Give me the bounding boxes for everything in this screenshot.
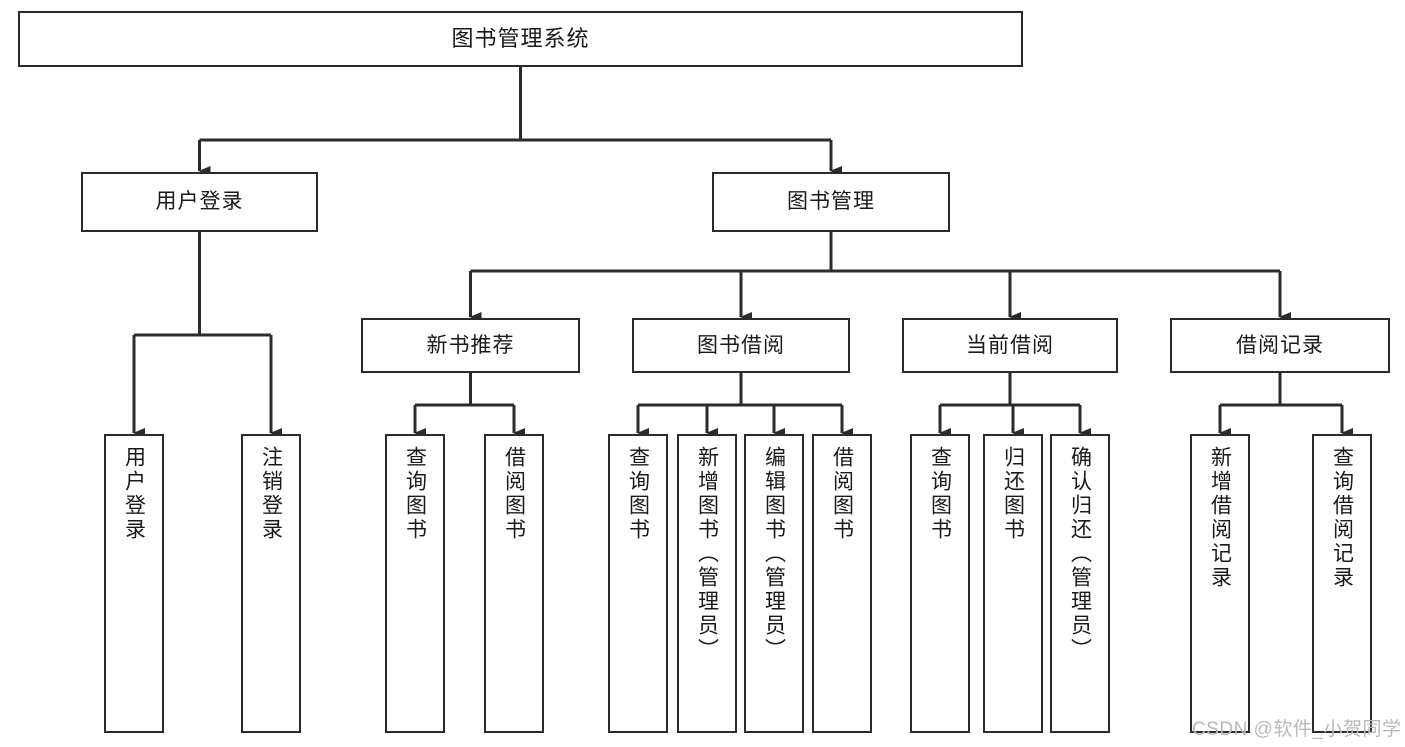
node-label: 确认归还（管理员） bbox=[1068, 446, 1092, 662]
node-label: 用户登录 bbox=[155, 190, 244, 214]
node-label: 新增图书（管理员） bbox=[695, 446, 719, 662]
node-current-borrow[interactable]: 当前借阅 bbox=[902, 318, 1118, 373]
node-new-book-rec[interactable]: 新书推荐 bbox=[361, 318, 580, 373]
node-leaf-borrow-2[interactable]: 借阅图书 bbox=[812, 434, 872, 733]
node-label: 编辑图书（管理员） bbox=[762, 446, 786, 662]
node-label: 新书推荐 bbox=[426, 333, 515, 357]
node-label: 图书借阅 bbox=[697, 333, 785, 357]
node-leaf-logout[interactable]: 注销登录 bbox=[241, 434, 301, 733]
node-leaf-query-rec[interactable]: 查询借阅记录 bbox=[1312, 434, 1372, 733]
node-label: 归还图书 bbox=[1001, 446, 1025, 542]
node-label: 图书管理 bbox=[787, 190, 875, 214]
node-book-manage[interactable]: 图书管理 bbox=[712, 172, 950, 232]
node-label: 查询借阅记录 bbox=[1330, 446, 1354, 590]
node-leaf-borrow-1[interactable]: 借阅图书 bbox=[484, 434, 544, 733]
node-leaf-add-book[interactable]: 新增图书（管理员） bbox=[677, 434, 737, 733]
node-leaf-user-login[interactable]: 用户登录 bbox=[104, 434, 164, 733]
node-label: 借阅图书 bbox=[502, 446, 526, 542]
node-borrow-record[interactable]: 借阅记录 bbox=[1170, 318, 1390, 373]
node-label: 借阅图书 bbox=[830, 446, 854, 542]
node-book-borrow[interactable]: 图书借阅 bbox=[632, 318, 850, 373]
node-leaf-query-1[interactable]: 查询图书 bbox=[385, 434, 445, 733]
node-label: 新增借阅记录 bbox=[1208, 446, 1232, 590]
node-label: 查询图书 bbox=[626, 446, 650, 542]
node-label: 借阅记录 bbox=[1236, 333, 1324, 357]
node-leaf-add-rec[interactable]: 新增借阅记录 bbox=[1190, 434, 1250, 733]
node-leaf-edit-book[interactable]: 编辑图书（管理员） bbox=[744, 434, 804, 733]
node-label: 查询图书 bbox=[928, 446, 952, 542]
node-leaf-confirm[interactable]: 确认归还（管理员） bbox=[1050, 434, 1110, 733]
node-label: 图书管理系统 bbox=[451, 25, 590, 51]
node-label: 查询图书 bbox=[403, 446, 427, 542]
node-label: 当前借阅 bbox=[966, 333, 1054, 357]
node-label: 用户登录 bbox=[122, 446, 146, 542]
node-leaf-query-3[interactable]: 查询图书 bbox=[910, 434, 970, 733]
node-label: 注销登录 bbox=[259, 446, 283, 542]
node-root[interactable]: 图书管理系统 bbox=[18, 11, 1023, 67]
node-leaf-return[interactable]: 归还图书 bbox=[983, 434, 1043, 733]
node-leaf-query-2[interactable]: 查询图书 bbox=[608, 434, 668, 733]
node-user-login[interactable]: 用户登录 bbox=[81, 172, 318, 232]
